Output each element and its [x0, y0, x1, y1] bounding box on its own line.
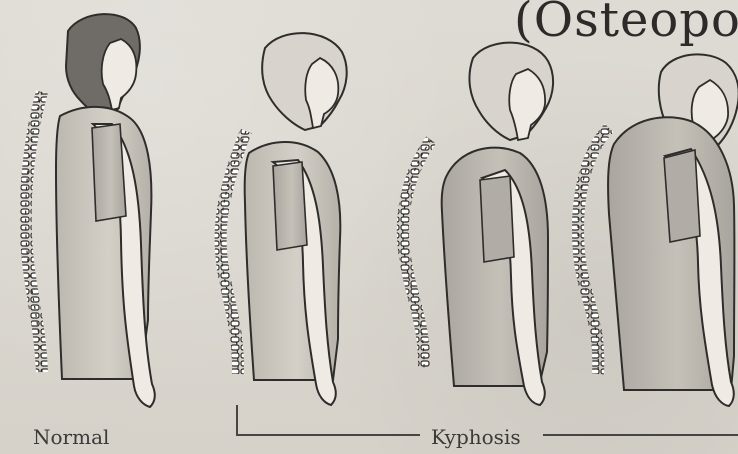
- figure-normal: [26, 14, 155, 407]
- figure-title-fragment: (Osteopor: [514, 0, 738, 48]
- figure-kyphosis-moderate: [403, 43, 553, 405]
- label-kyphosis: Kyphosis: [431, 425, 521, 449]
- kyphosis-bracket-vertical: [236, 405, 238, 436]
- label-normal: Normal: [33, 425, 109, 449]
- kyphosis-bracket-right: [543, 434, 738, 436]
- figure-kyphosis-severe: [578, 54, 738, 406]
- spine-moderate: [403, 140, 431, 368]
- kyphosis-bracket-left: [236, 434, 420, 436]
- spine-mild: [221, 131, 246, 374]
- spine-severe: [578, 128, 609, 374]
- figure-kyphosis-mild: [221, 33, 347, 405]
- spine-normal: [26, 92, 42, 372]
